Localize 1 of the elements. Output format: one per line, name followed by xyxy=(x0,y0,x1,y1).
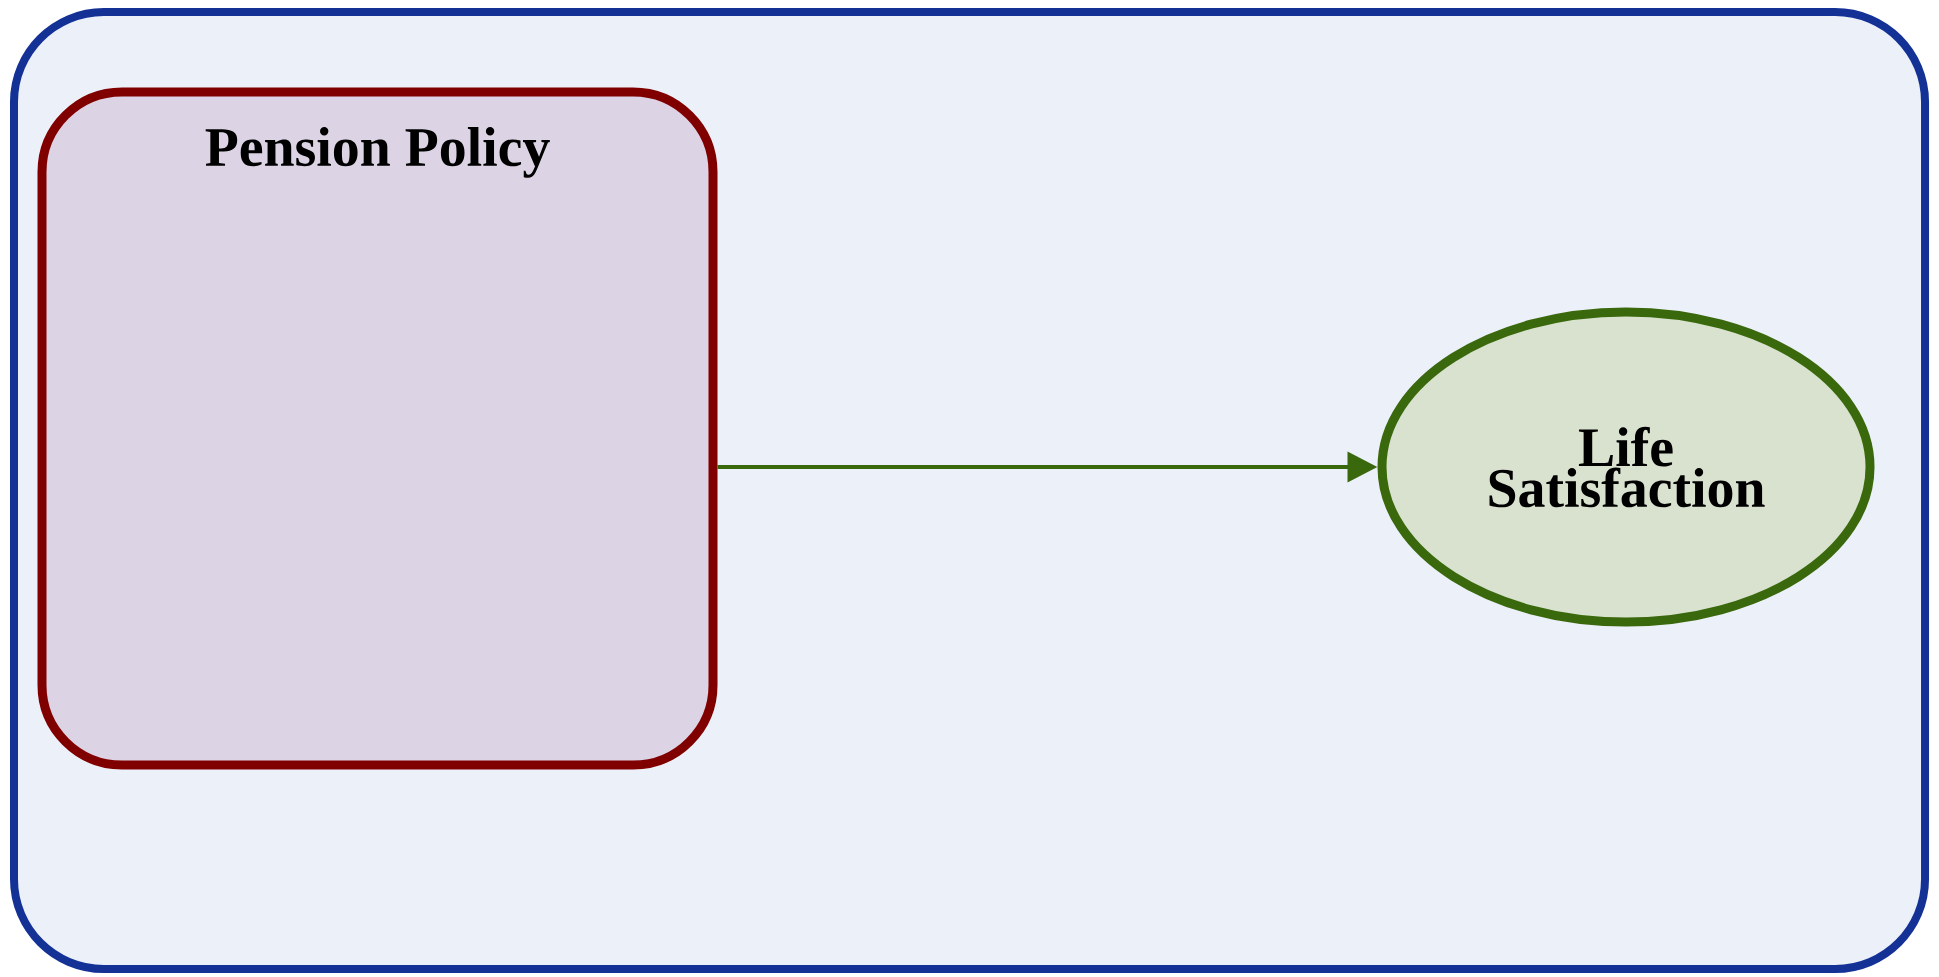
policy-box: Pension Policy xyxy=(37,87,718,770)
